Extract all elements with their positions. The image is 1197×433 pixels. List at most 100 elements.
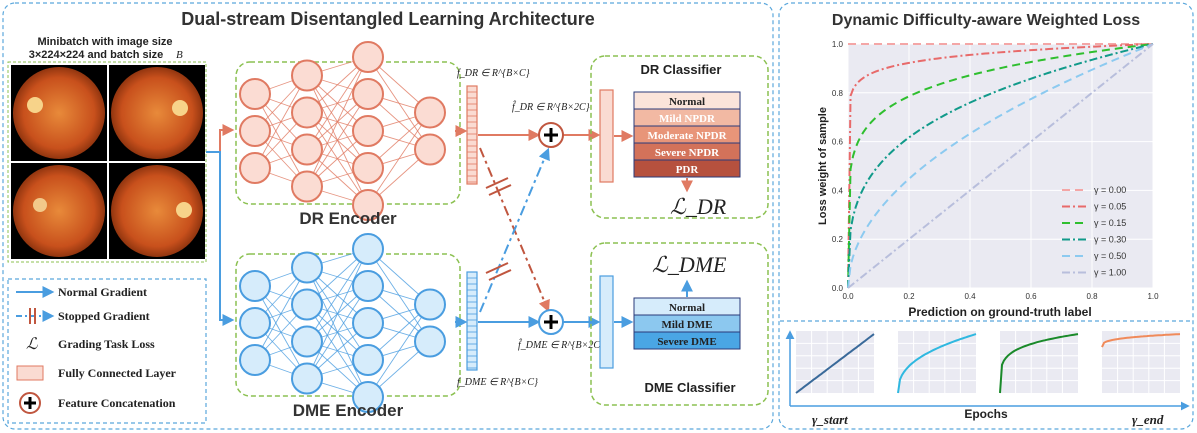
fc-layer-swatch — [16, 365, 44, 381]
left-panel-title: Dual-stream Disentangled Learning Archit… — [181, 9, 594, 29]
schedule-mini-plot — [897, 331, 977, 394]
legend-entry: γ = 0.15 — [1094, 218, 1126, 228]
neuron — [291, 59, 323, 92]
dr-grade-label: Moderate NPDR — [647, 130, 727, 142]
f-dr-label: f_DR ∈ R^{B×C} — [457, 68, 530, 79]
x-tick-label: 0.4 — [964, 292, 976, 301]
dme-encoder-label: DME Encoder — [293, 401, 404, 420]
minibatch-var: B — [176, 49, 183, 61]
f-dr-hat-label: f̂_DR ∈ R^{B×2C} — [512, 100, 590, 113]
x-tick-label: 0.2 — [903, 292, 915, 301]
legend-entry: γ = 0.05 — [1094, 202, 1126, 212]
legend-entry: γ = 1.00 — [1094, 268, 1126, 278]
neuron — [291, 325, 323, 358]
neuron — [291, 362, 323, 395]
minibatch-line2: 3×224×224 and batch size — [29, 49, 164, 61]
neuron — [352, 152, 384, 184]
schedule-mini-plot — [795, 331, 875, 394]
neuron — [291, 170, 323, 203]
neuron — [291, 288, 323, 321]
legend-entry: γ = 0.50 — [1094, 251, 1126, 261]
neuron — [352, 381, 384, 413]
neuron — [414, 288, 446, 321]
y-tick-label: 0.2 — [832, 235, 844, 244]
legend-entry: γ = 0.00 — [1094, 185, 1126, 195]
neuron — [414, 325, 446, 358]
chart-x-axis-label: Prediction on ground-truth label — [908, 305, 1091, 319]
dme-fc-layer — [599, 275, 614, 369]
legend-fc-layer: Fully Connected Layer — [58, 366, 177, 380]
neuron — [352, 270, 384, 302]
dr-encoder-label: DR Encoder — [299, 209, 397, 228]
dme-grade-label: Mild DME — [661, 319, 712, 331]
neuron — [291, 251, 323, 284]
neuron — [352, 41, 384, 73]
neuron — [239, 78, 271, 110]
loss-dme-label: ℒ_DME — [652, 252, 727, 277]
dme-concat-node — [538, 309, 564, 335]
neuron — [352, 344, 384, 376]
legend-box — [7, 278, 207, 424]
y-tick-label: 0.4 — [832, 186, 844, 195]
dr-grade-label: Mild NPDR — [659, 113, 716, 125]
concat-swatch — [19, 392, 41, 414]
y-tick-label: 0.8 — [832, 89, 844, 98]
dme-classifier-box — [590, 242, 769, 406]
f-dme-label: f_DME ∈ R^{B×C} — [457, 377, 538, 388]
right-panel-title: Dynamic Difficulty-aware Weighted Loss — [832, 12, 1140, 29]
neuron — [239, 344, 271, 376]
fundus-image — [111, 67, 203, 159]
dr-grade-label: PDR — [676, 164, 700, 176]
dr-classifier-label: DR Classifier — [641, 62, 722, 77]
dr-encoder-network — [239, 41, 446, 221]
x-tick-label: 1.0 — [1147, 292, 1159, 301]
neuron — [352, 78, 384, 110]
left-panel-frame — [2, 2, 774, 430]
stop-gradient-mark — [485, 177, 512, 281]
fundus-image-grid — [7, 61, 207, 263]
chart-y-axis-label: Loss weight of sample — [817, 107, 829, 225]
series-line — [847, 43, 1154, 289]
minibatch-line1: Minibatch with image size — [37, 36, 172, 48]
neuron — [414, 133, 446, 166]
neuron — [414, 96, 446, 129]
dme-grade-label: Normal — [669, 302, 705, 314]
neuron — [352, 189, 384, 221]
dr-feature-vector — [466, 85, 478, 185]
f-dme-hat-label: f̂_DME ∈ R^{B×2C} — [518, 338, 604, 351]
x-tick-label: 0.8 — [1086, 292, 1098, 301]
dr-fc-layer — [599, 89, 614, 183]
loss-dr-label: ℒ_DR — [670, 194, 727, 219]
schedule-mini-plot — [1101, 331, 1181, 393]
neuron — [291, 133, 323, 166]
y-tick-label: 0.6 — [832, 138, 844, 147]
dme-to-dr-stopped-flow — [479, 147, 550, 313]
legend-entry: γ = 0.30 — [1094, 235, 1126, 245]
gamma-schedule-diagram: Epochs γ_start γ_end — [785, 330, 1190, 427]
input-to-dr-arrow — [206, 124, 235, 153]
y-tick-label: 1.0 — [832, 40, 844, 49]
x-tick-label: 0.0 — [842, 292, 854, 301]
legend-feature-concat: Feature Concatenation — [58, 396, 176, 410]
dr-classifier-box — [590, 55, 769, 219]
fundus-image — [13, 67, 105, 159]
dme-grade-label: Severe DME — [657, 336, 716, 348]
series-line — [847, 43, 1154, 289]
legend-stopped-gradient: Stopped Gradient — [58, 309, 150, 323]
y-tick-label: 0.0 — [832, 284, 844, 293]
input-to-dme-arrow — [206, 151, 235, 326]
neuron — [352, 115, 384, 147]
series-line — [847, 43, 1154, 289]
legend-normal-gradient: Normal Gradient — [58, 285, 147, 299]
neuron — [239, 307, 271, 339]
neuron — [239, 270, 271, 302]
gamma-start-label: γ_start — [812, 412, 848, 427]
epochs-label: Epochs — [964, 407, 1008, 421]
dr-grade-stack: Normal Mild NPDR Moderate NPDR Severe NP… — [633, 91, 741, 178]
fundus-image — [111, 165, 203, 257]
neuron — [291, 96, 323, 129]
neuron — [352, 307, 384, 339]
legend-grading-task-loss: Grading Task Loss — [58, 337, 155, 351]
